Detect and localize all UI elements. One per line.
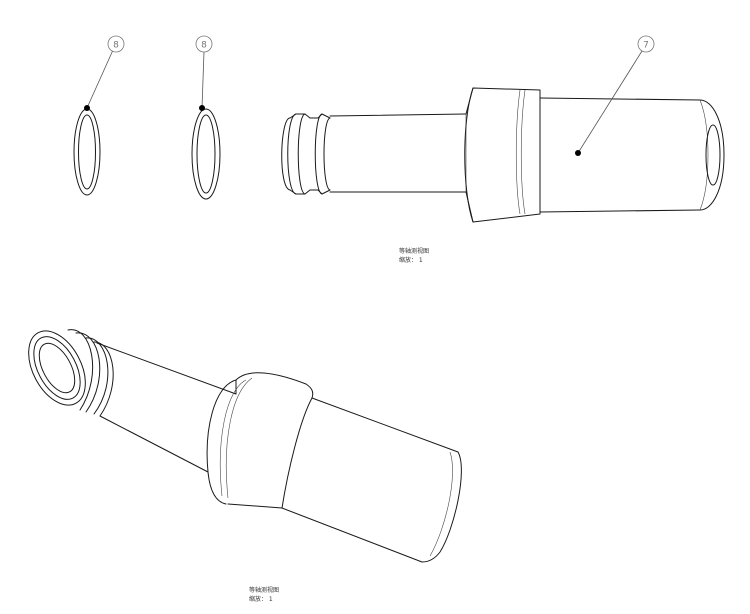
view-scale-top: 缩放： 1 (399, 256, 423, 264)
balloon-8-right: 8 (195, 35, 213, 111)
o-ring-part-8-left (73, 108, 101, 196)
view-title-top: 等轴测视图 (399, 247, 429, 255)
balloon-8-right-label: 8 (201, 41, 207, 51)
balloon-8-left: 8 (84, 35, 125, 111)
balloon-7-label: 7 (643, 41, 649, 51)
shaft-part-7-top-view (281, 87, 725, 223)
balloon-7: 7 (575, 35, 655, 156)
o-ring-part-8-right (191, 108, 221, 200)
balloon-8-left-label: 8 (113, 41, 119, 51)
shaft-isometric-view (28, 329, 462, 563)
view-scale-bottom: 缩放： 1 (249, 595, 273, 603)
view-title-bottom: 等轴测视图 (249, 586, 279, 594)
